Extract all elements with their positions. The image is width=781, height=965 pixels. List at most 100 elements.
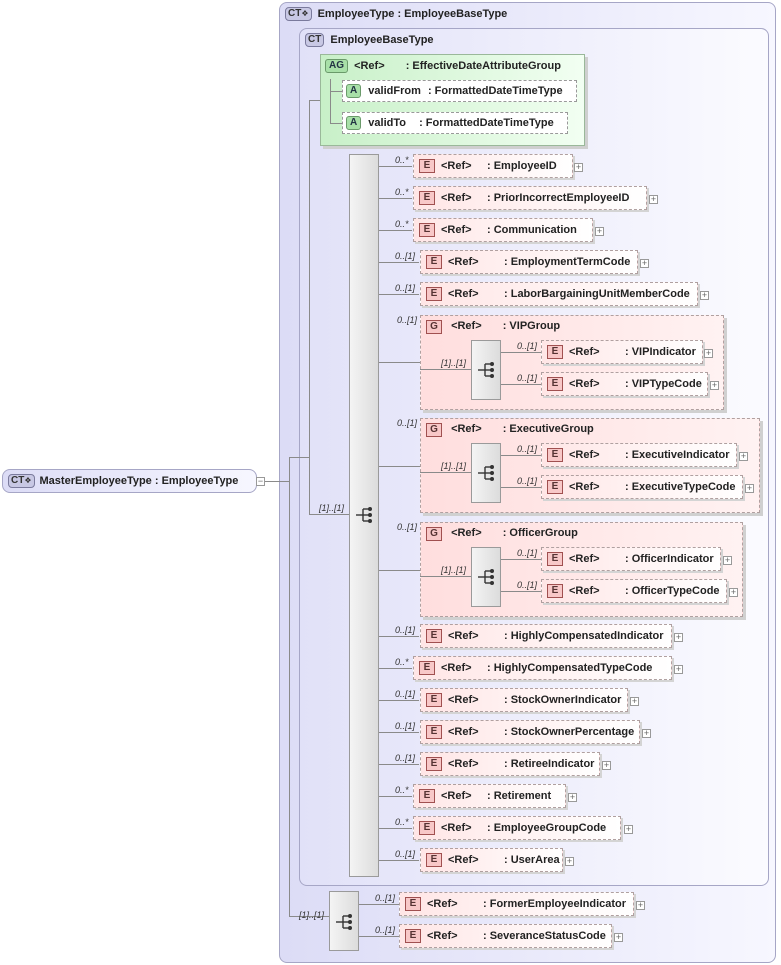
expand-icon[interactable]: + [704,348,713,358]
attribute-badge-icon: A [346,84,362,98]
attr-valid-to-label: validTo [368,116,406,129]
element-highly-compensated-indicator[interactable]: E<Ref>: HighlyCompensatedIndicator [420,624,672,648]
expand-icon[interactable]: + [710,380,719,390]
element-employee-id[interactable]: E<Ref>: EmployeeID [413,154,573,178]
element-stock-owner-indicator[interactable]: E<Ref>: StockOwnerIndicator [420,688,628,712]
employee-type-label: EmployeeType : EmployeeBaseType [317,7,508,20]
group-vip-header: G <Ref> : VIPGroup [426,320,560,334]
expand-icon[interactable]: + [700,290,709,300]
cardinality-label: 0..[1] [395,689,416,699]
attr-valid-from[interactable]: A validFrom : FormattedDateTimeType [342,80,577,102]
expand-icon[interactable]: + [674,632,683,642]
element-badge-icon: E [419,223,435,237]
group-executive-name: : ExecutiveGroup [502,423,594,435]
group-executive-header: G <Ref> : ExecutiveGroup [426,423,594,437]
element-executive-type-code[interactable]: E<Ref>: ExecutiveTypeCode [541,475,743,499]
group-officer-header: G <Ref> : OfficerGroup [426,527,578,541]
group-vip-name: : VIPGroup [502,320,561,332]
sequence-icon [478,362,494,378]
expand-icon[interactable]: + [614,932,623,942]
element-vip-type-code[interactable]: E<Ref>: VIPTypeCode [541,372,708,396]
element-severance-status-code[interactable]: E<Ref>: SeveranceStatusCode [399,924,612,948]
element-communication[interactable]: E<Ref>: Communication [413,218,593,242]
cardinality-label: 0..[1] [395,283,416,293]
cardinality-label: 0..[1] [397,418,418,428]
element-user-area[interactable]: E<Ref>: UserArea [420,848,563,872]
element-badge-icon: E [405,929,421,943]
cardinality-label: 0..* [395,657,409,667]
cardinality-label: 0..[1] [375,925,396,935]
ct-badge-icon: CT [305,33,325,47]
cardinality-label: 0..* [395,817,409,827]
element-badge-icon: E [426,725,442,739]
cardinality-label: 0..[1] [395,849,416,859]
sequence-icon [336,914,352,930]
tail-seq-cardinality: [1]..[1] [299,910,325,920]
element-badge-icon: E [426,287,442,301]
attr-valid-from-type: : FormattedDateTimeType [427,84,563,97]
element-retirement[interactable]: E<Ref>: Retirement [413,784,566,808]
element-employment-term-code[interactable]: E<Ref>: EmploymentTermCode [420,250,638,274]
cardinality-label: 0..[1] [517,580,538,590]
element-prior-incorrect-employee-id[interactable]: E<Ref>: PriorIncorrectEmployeeID [413,186,647,210]
expand-icon[interactable]: + [674,664,683,674]
element-badge-icon: E [419,789,435,803]
cardinality-label: 0..[1] [395,625,416,635]
attribute-group-ref: <Ref> [354,59,385,72]
element-officer-type-code[interactable]: E<Ref>: OfficerTypeCode [541,579,727,603]
expand-icon[interactable]: + [636,900,645,910]
expand-icon[interactable]: + [642,728,651,738]
expand-icon[interactable]: + [624,824,633,834]
group-seq-cardinality: [1]..[1] [441,565,467,575]
element-badge-icon: E [547,377,563,391]
element-executive-indicator[interactable]: E<Ref>: ExecutiveIndicator [541,443,737,467]
element-employee-group-code[interactable]: E<Ref>: EmployeeGroupCode [413,816,621,840]
element-badge-icon: E [426,255,442,269]
expand-icon[interactable]: + [565,856,574,866]
element-badge-icon: E [547,448,563,462]
element-vip-indicator[interactable]: E<Ref>: VIPIndicator [541,340,703,364]
element-badge-icon: E [419,661,435,675]
ct-badge-icon: CT❖ [8,474,35,488]
element-badge-icon: E [547,480,563,494]
group-badge-icon: G [426,423,442,437]
element-badge-icon: E [547,552,563,566]
element-labor-bargaining-unit-member-code[interactable]: E<Ref>: LaborBargainingUnitMemberCode [420,282,698,306]
cardinality-label: 0..[1] [397,522,418,532]
ag-badge-icon: AG [325,59,348,73]
attr-valid-to[interactable]: A validTo : FormattedDateTimeType [342,112,568,134]
expand-icon[interactable]: + [723,555,732,565]
element-badge-icon: E [426,757,442,771]
expand-icon[interactable]: + [640,258,649,268]
cardinality-label: 0..[1] [517,373,538,383]
sequence-icon [478,569,494,585]
element-officer-indicator[interactable]: E<Ref>: OfficerIndicator [541,547,721,571]
expand-icon[interactable]: + [649,194,658,204]
expand-icon[interactable]: + [729,587,738,597]
expand-icon[interactable]: + [595,226,604,236]
expand-icon[interactable]: + [602,760,611,770]
element-former-employee-indicator[interactable]: E<Ref>: FormerEmployeeIndicator [399,892,634,916]
element-retiree-indicator[interactable]: E<Ref>: RetireeIndicator [420,752,600,776]
collapse-icon[interactable]: − [256,476,265,486]
element-stock-owner-percentage[interactable]: E<Ref>: StockOwnerPercentage [420,720,640,744]
tail-sequence-bar[interactable] [329,891,359,951]
element-badge-icon: E [426,853,442,867]
expand-icon[interactable]: + [630,696,639,706]
main-seq-cardinality: [1]..[1] [319,503,345,513]
expand-icon[interactable]: + [745,483,754,493]
sequence-icon [478,465,494,481]
cardinality-label: 0..* [395,155,409,165]
attribute-badge-icon: A [346,116,362,130]
employee-base-type-label: EmployeeBaseType [330,33,434,46]
expand-icon[interactable]: + [739,451,748,461]
element-badge-icon: E [426,629,442,643]
cardinality-label: 0..* [395,785,409,795]
element-highly-compensated-type-code[interactable]: E<Ref>: HighlyCompensatedTypeCode [413,656,672,680]
expand-icon[interactable]: + [574,162,583,172]
expand-icon[interactable]: + [568,792,577,802]
cardinality-label: 0..[1] [397,315,418,325]
attr-valid-to-type: : FormattedDateTimeType [419,116,554,129]
master-employee-type[interactable]: CT❖ MasterEmployeeType : EmployeeType [2,469,257,493]
cardinality-label: 0..[1] [395,753,416,763]
